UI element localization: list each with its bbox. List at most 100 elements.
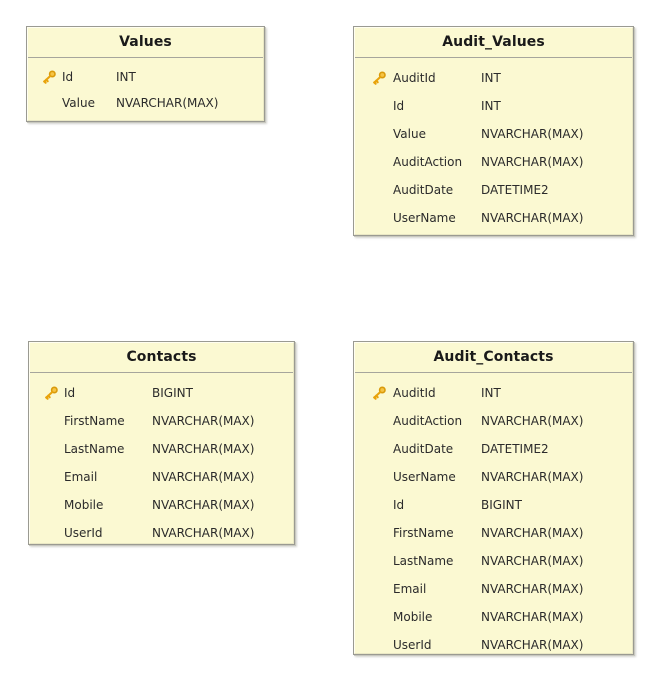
key-icon-placeholder xyxy=(365,154,393,170)
attribute-row[interactable]: AuditDate DATETIME2 xyxy=(355,435,632,463)
attribute-row[interactable]: FirstName NVARCHAR(MAX) xyxy=(355,519,632,547)
attribute-type: INT xyxy=(116,70,136,84)
attribute-row[interactable]: FirstName NVARCHAR(MAX) xyxy=(30,407,293,435)
attribute-name: Mobile xyxy=(393,610,433,624)
attribute-row[interactable]: UserId NVARCHAR(MAX) xyxy=(355,631,632,659)
entity-header-contacts[interactable]: Contacts xyxy=(30,343,293,373)
entity-title: Values xyxy=(119,34,172,50)
attribute-name: AuditAction xyxy=(393,155,463,169)
attribute-type: NVARCHAR(MAX) xyxy=(116,96,219,110)
entity-header-audit-values[interactable]: Audit_Values xyxy=(355,28,632,58)
primary-key-icon xyxy=(365,71,393,85)
attribute-type: NVARCHAR(MAX) xyxy=(481,638,584,652)
attribute-type: BIGINT xyxy=(481,498,522,512)
attribute-name: LastName xyxy=(64,442,125,456)
key-icon-placeholder xyxy=(38,441,64,457)
entity-frame: Values Id INT Value NVARCHAR(MAX) xyxy=(27,27,264,121)
key-icon-placeholder xyxy=(365,98,393,114)
entity-title: Contacts xyxy=(126,349,197,365)
key-icon-placeholder xyxy=(365,581,393,597)
attribute-name: FirstName xyxy=(64,414,125,428)
attribute-name: Id xyxy=(64,386,76,400)
attribute-name: Email xyxy=(393,582,427,596)
attribute-name: Id xyxy=(393,498,405,512)
attribute-row[interactable]: Mobile NVARCHAR(MAX) xyxy=(355,603,632,631)
attribute-name: Id xyxy=(62,70,74,84)
key-icon-placeholder xyxy=(365,126,393,142)
attribute-row[interactable]: Id BIGINT xyxy=(355,491,632,519)
attribute-row[interactable]: Email NVARCHAR(MAX) xyxy=(355,575,632,603)
attribute-name: AuditId xyxy=(393,71,436,85)
attribute-row[interactable]: Value NVARCHAR(MAX) xyxy=(28,90,263,116)
attribute-type: DATETIME2 xyxy=(481,442,549,456)
attribute-row[interactable]: LastName NVARCHAR(MAX) xyxy=(30,435,293,463)
attribute-type: NVARCHAR(MAX) xyxy=(152,526,255,540)
attribute-type: INT xyxy=(481,386,501,400)
attribute-type: NVARCHAR(MAX) xyxy=(481,582,584,596)
attribute-name: AuditId xyxy=(393,386,436,400)
attribute-type: INT xyxy=(481,99,501,113)
entity-header-audit-contacts[interactable]: Audit_Contacts xyxy=(355,343,632,373)
attribute-name: AuditAction xyxy=(393,414,463,428)
attribute-row[interactable]: Email NVARCHAR(MAX) xyxy=(30,463,293,491)
attribute-row[interactable]: Mobile NVARCHAR(MAX) xyxy=(30,491,293,519)
attribute-row[interactable]: Id INT xyxy=(355,92,632,120)
attribute-name: UserName xyxy=(393,470,456,484)
attribute-type: NVARCHAR(MAX) xyxy=(152,414,255,428)
key-icon-placeholder xyxy=(365,553,393,569)
entity-table-values[interactable]: Values Id INT Value NVARCHAR(MAX) xyxy=(26,26,265,122)
key-icon-placeholder xyxy=(38,469,64,485)
attribute-row[interactable]: UserId NVARCHAR(MAX) xyxy=(30,519,293,547)
key-icon-placeholder xyxy=(365,637,393,653)
attribute-row[interactable]: Id INT xyxy=(28,64,263,90)
attribute-name: UserName xyxy=(393,211,456,225)
attribute-type: NVARCHAR(MAX) xyxy=(152,442,255,456)
attribute-name: UserId xyxy=(393,638,432,652)
key-icon-placeholder xyxy=(365,210,393,226)
key-icon-placeholder xyxy=(38,413,64,429)
attribute-row[interactable]: AuditAction NVARCHAR(MAX) xyxy=(355,148,632,176)
attribute-name: Email xyxy=(64,470,98,484)
attribute-row[interactable]: UserName NVARCHAR(MAX) xyxy=(355,204,632,232)
attribute-name: Value xyxy=(62,96,95,110)
attribute-name: Id xyxy=(393,99,405,113)
key-icon-placeholder xyxy=(365,441,393,457)
attribute-row[interactable]: Id BIGINT xyxy=(30,379,293,407)
attribute-name: AuditDate xyxy=(393,183,454,197)
primary-key-icon xyxy=(365,386,393,400)
key-icon-placeholder xyxy=(365,182,393,198)
primary-key-icon xyxy=(36,70,62,84)
attribute-type: NVARCHAR(MAX) xyxy=(481,526,584,540)
attribute-type: NVARCHAR(MAX) xyxy=(152,470,255,484)
key-icon-placeholder xyxy=(365,469,393,485)
entity-header-values[interactable]: Values xyxy=(28,28,263,58)
attribute-row[interactable]: AuditId INT xyxy=(355,379,632,407)
attribute-name: UserId xyxy=(64,526,103,540)
attribute-type: NVARCHAR(MAX) xyxy=(481,554,584,568)
attribute-type: NVARCHAR(MAX) xyxy=(481,211,584,225)
attribute-name: Mobile xyxy=(64,498,104,512)
key-icon-placeholder xyxy=(365,413,393,429)
attribute-type: NVARCHAR(MAX) xyxy=(481,610,584,624)
attribute-type: BIGINT xyxy=(152,386,193,400)
attribute-type: NVARCHAR(MAX) xyxy=(152,498,255,512)
attribute-name: FirstName xyxy=(393,526,454,540)
attribute-row[interactable]: AuditAction NVARCHAR(MAX) xyxy=(355,407,632,435)
key-icon-placeholder xyxy=(365,525,393,541)
attribute-name: AuditDate xyxy=(393,442,454,456)
attribute-type: NVARCHAR(MAX) xyxy=(481,414,584,428)
attribute-type: NVARCHAR(MAX) xyxy=(481,155,584,169)
